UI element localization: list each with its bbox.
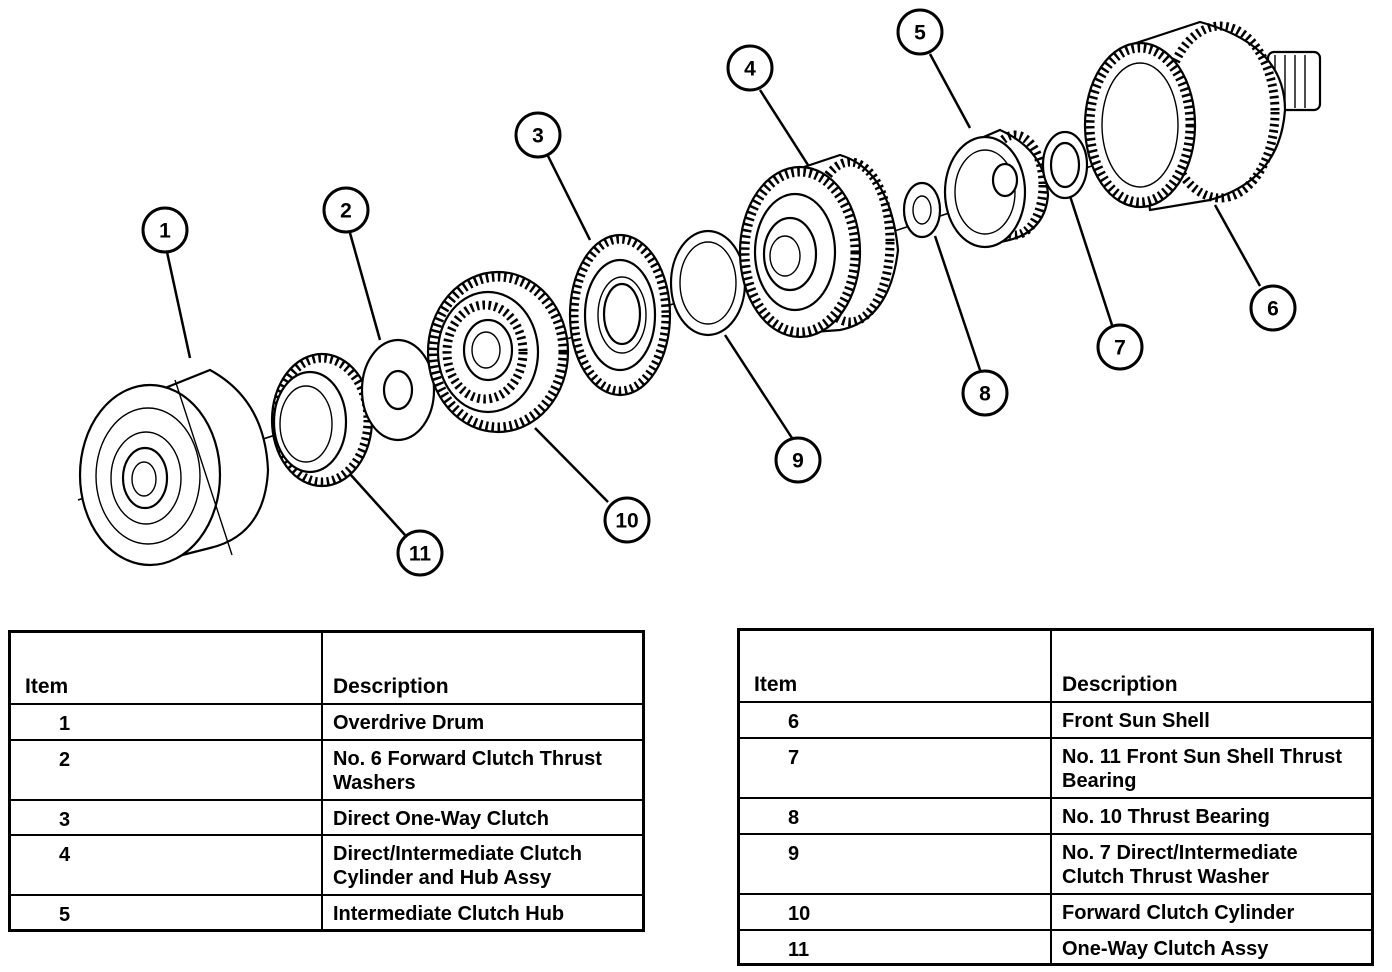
item-description: Front Sun Shell bbox=[1050, 700, 1374, 739]
legend-header-row: Item Description bbox=[8, 630, 645, 705]
leader-7 bbox=[1068, 195, 1114, 326]
item-column-header: Item bbox=[8, 630, 323, 705]
table-row: 1 Overdrive Drum bbox=[8, 702, 645, 741]
svg-text:2: 2 bbox=[340, 200, 352, 223]
item-description: No. 11 Front Sun Shell Thrust Bearing bbox=[1050, 736, 1374, 799]
description-column-header: Description bbox=[321, 630, 645, 705]
sun-shell-thrust-bearing-part bbox=[1041, 130, 1089, 200]
item-number: 3 bbox=[8, 798, 323, 836]
item-number: 2 bbox=[8, 738, 323, 801]
svg-text:7: 7 bbox=[1114, 337, 1126, 360]
front-sun-shell-part bbox=[1083, 20, 1322, 212]
legend-table-right: Item Description 6 Front Sun Shell 7 No.… bbox=[737, 628, 1374, 966]
item-description: Direct One-Way Clutch bbox=[321, 798, 645, 836]
one-way-clutch-part bbox=[270, 352, 374, 488]
leader-9 bbox=[723, 334, 794, 439]
item-description: No. 10 Thrust Bearing bbox=[1050, 796, 1374, 835]
item-number: 7 bbox=[737, 736, 1052, 799]
callout-3: 3 bbox=[514, 111, 562, 159]
callout-9: 9 bbox=[774, 436, 822, 484]
item-number: 5 bbox=[8, 893, 323, 932]
legend-table-left: Item Description 1 Overdrive Drum 2 No. … bbox=[8, 630, 645, 932]
table-row: 8 No. 10 Thrust Bearing bbox=[737, 796, 1374, 835]
item-number: 10 bbox=[737, 892, 1052, 931]
item-description: Direct/Intermediate Clutch Cylinder and … bbox=[321, 833, 645, 896]
table-row: 4 Direct/Intermediate Clutch Cylinder an… bbox=[8, 833, 645, 896]
clutch-thrust-washer-part bbox=[669, 229, 747, 337]
svg-text:10: 10 bbox=[615, 510, 638, 533]
table-row: 3 Direct One-Way Clutch bbox=[8, 798, 645, 836]
callout-11: 11 bbox=[396, 529, 444, 577]
table-row: 11 One-Way Clutch Assy bbox=[737, 928, 1374, 965]
leader-3 bbox=[546, 155, 592, 241]
table-row: 6 Front Sun Shell bbox=[737, 700, 1374, 739]
svg-text:6: 6 bbox=[1267, 298, 1279, 321]
item-number: 9 bbox=[737, 832, 1052, 895]
svg-text:5: 5 bbox=[914, 22, 926, 45]
callout-10: 10 bbox=[603, 496, 651, 544]
item-description: Overdrive Drum bbox=[321, 702, 645, 741]
item-number: 1 bbox=[8, 702, 323, 741]
leader-6 bbox=[1213, 204, 1262, 287]
table-row: 10 Forward Clutch Cylinder bbox=[737, 892, 1374, 931]
table-row: 7 No. 11 Front Sun Shell Thrust Bearing bbox=[737, 736, 1374, 799]
leader-2 bbox=[348, 232, 382, 341]
item-description: Intermediate Clutch Hub bbox=[321, 893, 645, 932]
svg-text:4: 4 bbox=[744, 58, 756, 81]
leader-1 bbox=[165, 251, 192, 359]
svg-text:8: 8 bbox=[979, 383, 991, 406]
leader-11 bbox=[349, 473, 406, 536]
item-description: Forward Clutch Cylinder bbox=[1050, 892, 1374, 931]
thrust-washer-part bbox=[360, 338, 436, 442]
item-number: 4 bbox=[8, 833, 323, 896]
item-number: 6 bbox=[737, 700, 1052, 739]
leader-5 bbox=[928, 53, 972, 129]
table-row: 5 Intermediate Clutch Hub bbox=[8, 893, 645, 932]
callout-1: 1 bbox=[141, 206, 189, 254]
item-description: No. 7 Direct/Intermediate Clutch Thrust … bbox=[1050, 832, 1374, 895]
leader-8 bbox=[933, 235, 982, 371]
direct-one-way-clutch-part bbox=[568, 233, 672, 397]
forward-clutch-cylinder-part bbox=[426, 270, 570, 434]
leader-10 bbox=[534, 427, 609, 503]
svg-text:9: 9 bbox=[792, 450, 804, 473]
item-number: 8 bbox=[737, 796, 1052, 835]
item-description: No. 6 Forward Clutch Thrust Washers bbox=[321, 738, 645, 801]
leader-lines bbox=[165, 53, 1262, 536]
svg-text:1: 1 bbox=[159, 220, 171, 243]
thrust-bearing-part bbox=[902, 181, 942, 239]
svg-text:11: 11 bbox=[409, 543, 432, 566]
exploded-assembly-diagram: 1 2 3 4 5 6 7 8 9 10 11 bbox=[77, 8, 1322, 577]
svg-text:3: 3 bbox=[532, 125, 544, 148]
leader-4 bbox=[758, 89, 810, 166]
callout-4: 4 bbox=[726, 44, 774, 92]
callout-7: 7 bbox=[1096, 323, 1144, 371]
direct-intermediate-clutch-cylinder-part bbox=[738, 153, 900, 339]
item-description: One-Way Clutch Assy bbox=[1050, 928, 1374, 965]
description-column-header: Description bbox=[1050, 628, 1374, 703]
legend-header-row: Item Description bbox=[737, 628, 1374, 703]
callout-8: 8 bbox=[961, 369, 1009, 417]
item-column-header: Item bbox=[737, 628, 1052, 703]
item-number: 11 bbox=[737, 928, 1052, 965]
intermediate-clutch-hub-part bbox=[943, 128, 1050, 249]
overdrive-drum-part bbox=[78, 368, 270, 567]
callout-2: 2 bbox=[322, 186, 370, 234]
callout-6: 6 bbox=[1249, 284, 1297, 332]
callout-5: 5 bbox=[896, 8, 944, 56]
table-row: 2 No. 6 Forward Clutch Thrust Washers bbox=[8, 738, 645, 801]
table-row: 9 No. 7 Direct/Intermediate Clutch Thrus… bbox=[737, 832, 1374, 895]
